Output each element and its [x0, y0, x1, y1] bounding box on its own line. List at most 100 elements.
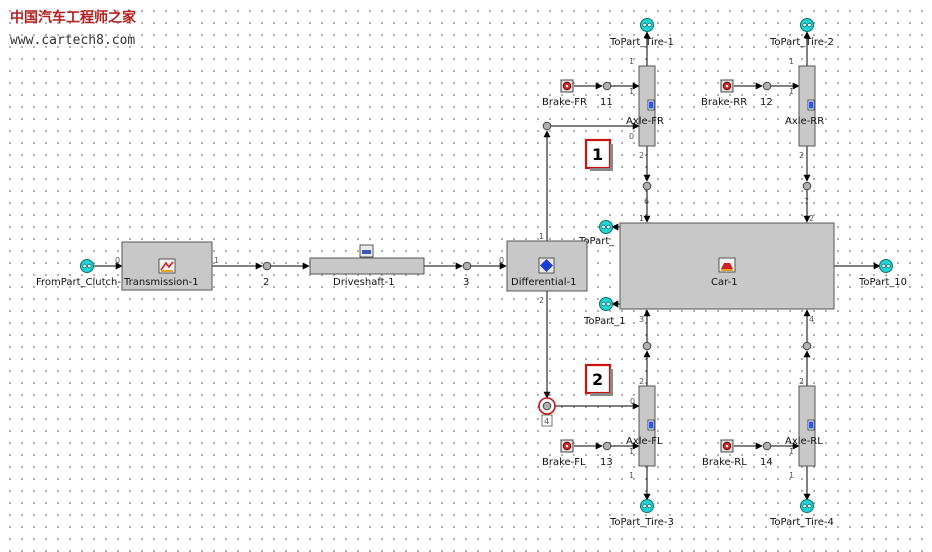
transmission-icon — [158, 258, 176, 274]
node-rl-upper[interactable] — [802, 341, 812, 351]
svg-text:12: 12 — [760, 97, 773, 108]
svg-text:3: 3 — [639, 315, 644, 324]
connector-icon — [640, 18, 654, 32]
svg-text:0: 0 — [115, 256, 120, 265]
connector-icon — [879, 259, 893, 273]
svg-text:2: 2 — [592, 370, 603, 389]
terminal-tire-2[interactable]: ToPart_Tire-2 — [769, 18, 834, 49]
svg-text:1: 1 — [629, 87, 634, 96]
differential-icon — [538, 257, 555, 274]
connector-icon — [800, 499, 814, 513]
brake-rl[interactable]: Brake-RL — [702, 439, 747, 468]
block-car[interactable]: Car-1 1 2 3 4 — [619, 214, 835, 324]
svg-text:1: 1 — [789, 87, 794, 96]
svg-text:4: 4 — [809, 315, 814, 324]
svg-text:4: 4 — [544, 417, 549, 426]
svg-text:0: 0 — [629, 132, 634, 141]
svg-text:1: 1 — [629, 57, 634, 66]
block-axle-rr[interactable]: Axle-RR 1 1 2 — [785, 57, 824, 160]
callout-1: 1 — [584, 138, 613, 171]
node-11[interactable]: 11 — [600, 81, 613, 108]
block-driveshaft[interactable]: Driveshaft-1 — [309, 244, 425, 288]
brake-rr[interactable]: Brake-RR — [701, 79, 747, 108]
svg-text:2: 2 — [799, 151, 804, 160]
brake-fr[interactable]: Brake-FR — [542, 79, 587, 108]
terminal-from-clutch[interactable]: FromPart_Clutch-1 — [36, 259, 127, 289]
svg-text:2: 2 — [639, 151, 644, 160]
svg-text:2: 2 — [799, 377, 804, 386]
block-car-label: Car-1 — [711, 277, 738, 288]
svg-text:1: 1 — [629, 471, 634, 480]
watermark-url: www.cartech8.com — [10, 33, 135, 48]
block-axle-fr-label: Axle-FR — [626, 116, 664, 127]
terminal-from-clutch-label: FromPart_Clutch-1 — [36, 277, 127, 288]
terminal-to-part-10[interactable]: ToPart_10 — [858, 259, 907, 289]
svg-text:1: 1 — [789, 471, 794, 480]
svg-text:1: 1 — [214, 256, 219, 265]
terminal-tire-1-label: ToPart_Tire-1 — [609, 37, 674, 48]
connector-icon — [640, 499, 654, 513]
terminal-tire-3-label: ToPart_Tire-3 — [609, 517, 674, 528]
terminal-to-part-top-label: ToPart_ — [578, 236, 615, 247]
car-icon — [718, 257, 736, 273]
node-6[interactable]: 6 — [642, 181, 652, 206]
node-fl-upper[interactable] — [642, 341, 652, 351]
svg-text:2: 2 — [263, 277, 269, 288]
svg-text:2: 2 — [639, 377, 644, 386]
svg-text:1: 1 — [539, 232, 544, 241]
driveshaft-icon — [359, 244, 374, 258]
terminal-to-part-10-label: ToPart_10 — [858, 277, 907, 288]
node-diff-upper[interactable] — [542, 121, 552, 131]
block-axle-fl-label: Axle-FL — [626, 436, 663, 447]
block-transmission[interactable]: Transmission-1 0 1 — [115, 241, 219, 291]
connection-wires — [93, 31, 881, 501]
block-axle-fl[interactable]: Axle-FL 2 0 1 1 — [626, 377, 663, 480]
callout-2: 2 — [584, 363, 613, 396]
watermark-title: 中国汽车工程师之家 — [10, 9, 137, 26]
node-12[interactable]: 12 — [760, 81, 773, 108]
svg-text:11: 11 — [600, 97, 613, 108]
terminal-tire-1[interactable]: ToPart_Tire-1 — [609, 18, 674, 49]
brake-icon — [560, 79, 574, 93]
brake-rr-label: Brake-RR — [701, 97, 747, 108]
svg-text:1: 1 — [592, 145, 603, 164]
brake-fl[interactable]: Brake-FL — [542, 439, 586, 468]
block-transmission-label: Transmission-1 — [123, 277, 199, 288]
svg-text:14: 14 — [760, 457, 773, 468]
svg-text:7: 7 — [804, 197, 809, 206]
axle-port-icon — [807, 99, 815, 111]
terminal-tire-4[interactable]: ToPart_Tire-4 — [769, 499, 834, 529]
svg-text:1: 1 — [629, 447, 634, 456]
axle-port-icon — [647, 419, 655, 431]
terminal-to-part-1[interactable]: ToPart_1 — [583, 297, 626, 328]
brake-rl-label: Brake-RL — [702, 457, 747, 468]
brake-icon — [720, 79, 734, 93]
axle-port-icon — [807, 419, 815, 431]
svg-text:1: 1 — [639, 214, 644, 223]
node-14[interactable]: 14 — [760, 441, 773, 468]
block-differential[interactable]: Differential-1 0 1 2 — [499, 232, 588, 305]
brake-fl-label: Brake-FL — [542, 457, 586, 468]
node-7[interactable]: 7 — [802, 181, 812, 206]
svg-text:2: 2 — [539, 296, 544, 305]
node-3[interactable]: 3 — [462, 261, 472, 288]
connector-icon — [800, 18, 814, 32]
connector-icon — [599, 220, 613, 234]
svg-text:1: 1 — [789, 447, 794, 456]
brake-icon — [560, 439, 574, 453]
block-axle-rl[interactable]: Axle-RL 2 1 1 — [785, 377, 823, 480]
terminal-tire-3[interactable]: ToPart_Tire-3 — [609, 499, 674, 529]
node-13[interactable]: 13 — [600, 441, 613, 468]
brake-icon — [720, 439, 734, 453]
terminal-to-part-top[interactable]: ToPart_ — [578, 220, 615, 248]
node-4-highlighted[interactable]: 4 — [538, 397, 556, 427]
block-axle-fr[interactable]: Axle-FR 1 1 0 2 — [626, 57, 664, 160]
node-2[interactable]: 2 — [262, 261, 272, 288]
svg-text:3: 3 — [463, 277, 469, 288]
terminal-to-part-1-label: ToPart_1 — [583, 316, 626, 327]
block-axle-rr-label: Axle-RR — [785, 116, 824, 127]
terminal-tire-4-label: ToPart_Tire-4 — [769, 517, 834, 528]
terminal-tire-2-label: ToPart_Tire-2 — [769, 37, 834, 48]
brake-fr-label: Brake-FR — [542, 97, 587, 108]
